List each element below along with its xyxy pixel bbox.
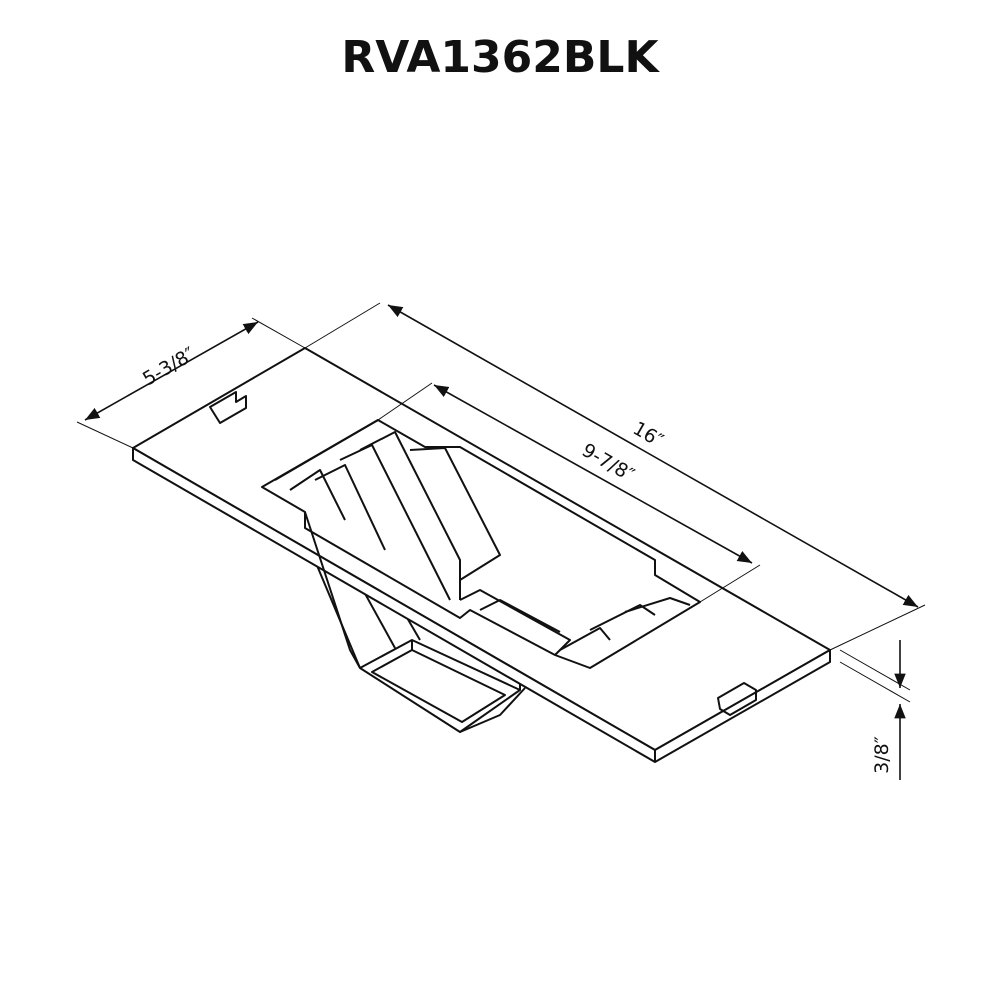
thickness-label: 3/8″ xyxy=(871,736,893,774)
product-title: RVA1362BLK xyxy=(341,32,659,83)
opening-label: 9-7/8″ xyxy=(578,439,638,486)
width-label: 5-3/8″ xyxy=(139,343,199,390)
dimension-width xyxy=(76,317,306,449)
notch-right xyxy=(717,682,757,716)
length-label: 16″ xyxy=(629,417,667,452)
dimension-opening xyxy=(377,382,761,603)
dimension-thickness xyxy=(839,640,911,780)
